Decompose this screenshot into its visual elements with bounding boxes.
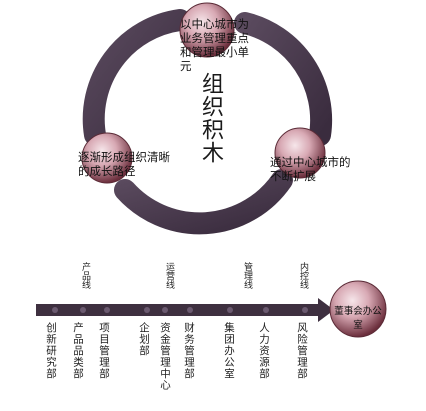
timeline-ticks bbox=[52, 307, 308, 313]
cycle-node-right bbox=[274, 127, 326, 179]
line-label-operations: 运营线 bbox=[164, 262, 174, 289]
line-label-internal-control: 内控线 bbox=[298, 262, 308, 289]
department-risk-management: 风险管理部 bbox=[296, 322, 308, 380]
ring-arc-bottom bbox=[114, 169, 293, 235]
caption-top: 以中心城市为业务管理重点和管理最小单元 bbox=[180, 17, 249, 73]
caption-right: 通过中心城市的不断扩展 bbox=[270, 155, 351, 183]
endpoint-label: 董事会办公室 bbox=[334, 306, 382, 331]
department-product-category: 产品品类部 bbox=[72, 322, 84, 380]
department-finance-management: 财务管理部 bbox=[183, 322, 195, 380]
department-planning: 企划部 bbox=[138, 322, 150, 357]
ring-arc-left bbox=[82, 9, 191, 146]
department-project-management: 项目管理部 bbox=[98, 322, 110, 380]
department-human-resources: 人力资源部 bbox=[258, 322, 270, 380]
endpoint-circle bbox=[329, 280, 387, 338]
line-label-management: 管理线 bbox=[242, 262, 252, 289]
ring-arc-top-right bbox=[234, 12, 333, 146]
cycle-node-top bbox=[179, 2, 235, 58]
department-innovation-research: 创新研究部 bbox=[45, 322, 57, 380]
caption-left: 逐渐形成组织清晰的成长路径 bbox=[78, 150, 170, 178]
cycle-node-left bbox=[81, 132, 133, 184]
department-fund-management-center: 资金管理中心 bbox=[159, 322, 171, 391]
department-group-office: 集团办公室 bbox=[223, 322, 235, 380]
line-label-product: 产品线 bbox=[80, 262, 90, 289]
timeline-arrow bbox=[36, 298, 334, 322]
center-title: 组织积木 bbox=[198, 72, 223, 164]
